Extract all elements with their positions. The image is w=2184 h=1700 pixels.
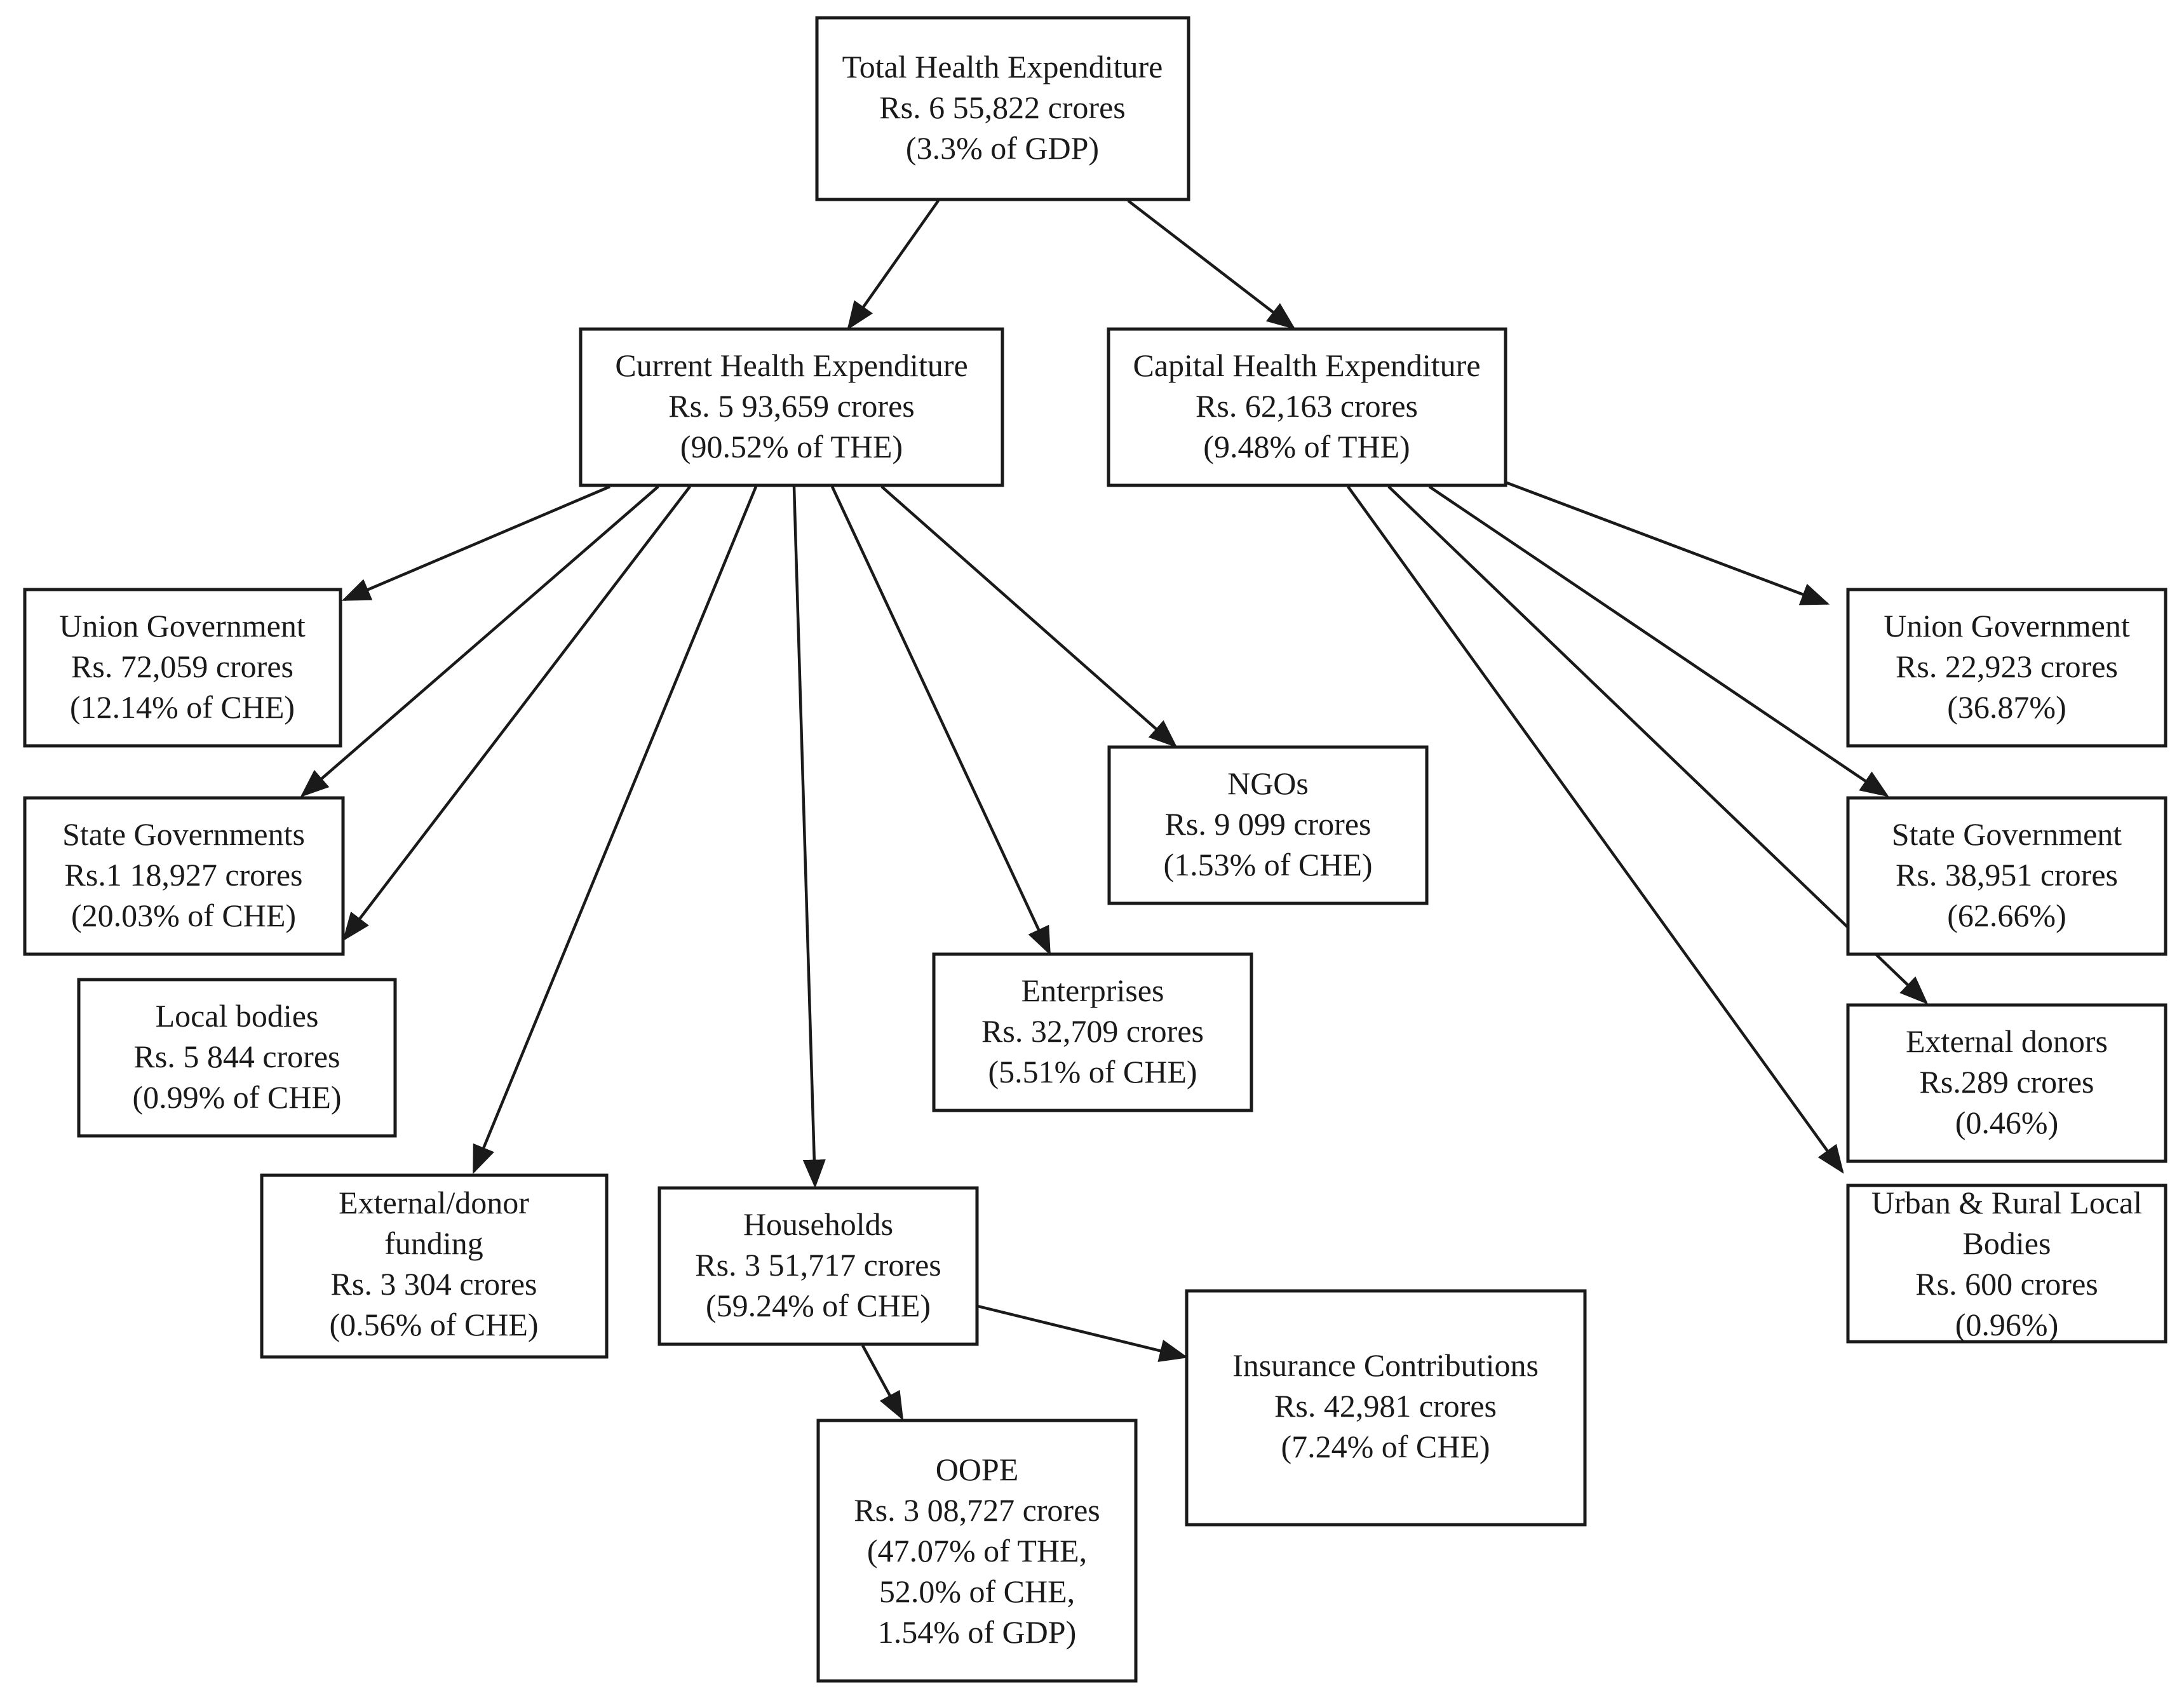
node-che-local-bodies: Local bodies Rs. 5 844 crores (0.99% of …: [77, 978, 397, 1138]
node-label-line: (5.51% of CHE): [988, 1054, 1197, 1089]
node-label-line: 52.0% of CHE,: [879, 1574, 1075, 1609]
node-label-line: Rs. 600 crores: [1915, 1266, 2098, 1302]
node-current-health-expenditure: Current Health Expenditure Rs. 5 93,659 …: [579, 327, 1004, 487]
node-label-line: Insurance Contributions: [1232, 1347, 1539, 1383]
node-label-line: Rs. 72,059 crores: [71, 649, 293, 684]
node-label-line: External/donor: [339, 1185, 529, 1220]
node-label-line: (36.87%): [1947, 689, 2066, 725]
edge-cap-to-urban-rural-local-bodies: [1347, 485, 1844, 1174]
node-cap-external-donors: External donors Rs.289 crores (0.46%): [1846, 1003, 2167, 1163]
node-label-line: (90.52% of THE): [680, 429, 903, 464]
node-label-line: Rs. 5 93,659 crores: [668, 388, 914, 424]
node-label-line: (7.24% of CHE): [1281, 1429, 1490, 1464]
edge-the-to-che: [847, 199, 940, 330]
node-label-line: (0.46%): [1955, 1105, 2058, 1140]
node-label-line: Rs. 3 51,717 crores: [695, 1247, 941, 1283]
edge-che-to-households: [792, 486, 826, 1189]
edge-che-to-external-donor-funding: [472, 486, 758, 1175]
node-label-line: Capital Health Expenditure: [1133, 347, 1480, 383]
node-label-line: (20.03% of CHE): [71, 898, 296, 933]
node-label-line: OOPE: [936, 1452, 1019, 1487]
node-label-line: (0.99% of CHE): [132, 1079, 341, 1115]
node-label-line: Local bodies: [156, 998, 319, 1034]
node-label-line: Rs. 22,923 crores: [1896, 649, 2118, 684]
node-label-line: NGOs: [1227, 766, 1309, 801]
node-label-line: (1.53% of CHE): [1163, 847, 1372, 882]
node-label-line: Enterprises: [1021, 973, 1164, 1008]
edge-che-to-state-governments: [300, 485, 659, 797]
node-label-line: funding: [384, 1225, 483, 1261]
node-label-line: Households: [743, 1206, 893, 1242]
node-label-line: (59.24% of CHE): [706, 1288, 931, 1323]
edge-che-to-enterprises: [830, 486, 1051, 956]
node-cap-state-government: State Government Rs. 38,951 crores (62.6…: [1846, 796, 2167, 956]
edge-che-to-local-bodies: [342, 485, 691, 941]
node-label-line: Rs. 3 08,727 crores: [854, 1492, 1100, 1528]
node-label-line: Bodies: [1963, 1225, 2051, 1261]
edge-cap-to-union-government: [1506, 481, 1830, 605]
node-insurance-contributions: Insurance Contributions Rs. 42,981 crore…: [1185, 1289, 1587, 1527]
node-label-line: 1.54% of GDP): [878, 1614, 1076, 1650]
node-label-line: Rs. 38,951 crores: [1896, 857, 2118, 893]
node-cap-union-government: Union Government Rs. 22,923 crores (36.8…: [1846, 588, 2167, 748]
node-label-line: (0.96%): [1955, 1307, 2058, 1342]
node-label-line: (9.48% of THE): [1203, 429, 1410, 464]
node-total-health-expenditure: Total Health Expenditure Rs. 6 55,822 cr…: [815, 16, 1190, 201]
node-label-line: Union Government: [1884, 608, 2130, 644]
node-label-line: (3.3% of GDP): [906, 130, 1099, 166]
node-che-external-donor-funding: External/donor funding Rs. 3 304 crores …: [260, 1173, 609, 1359]
node-label-line: Rs. 9 099 crores: [1165, 806, 1372, 842]
node-label-line: State Government: [1892, 816, 2122, 852]
node-label-line: (47.07% of THE,: [867, 1533, 1087, 1568]
node-label-line: Total Health Expenditure: [842, 49, 1163, 84]
node-label-line: External donors: [1906, 1023, 2108, 1059]
node-cap-urban-rural-local-bodies: Urban & Rural Local Bodies Rs. 600 crore…: [1846, 1184, 2167, 1344]
node-capital-health-expenditure: Capital Health Expenditure Rs. 62,163 cr…: [1107, 327, 1507, 487]
node-households: Households Rs. 3 51,717 crores (59.24% o…: [657, 1186, 979, 1346]
node-label-line: Rs.289 crores: [1920, 1064, 2094, 1100]
node-label-line: State Governments: [62, 816, 305, 852]
edge-che-to-union-government: [341, 485, 610, 602]
node-label-line: Rs. 6 55,822 crores: [879, 90, 1125, 125]
node-che-state-governments: State Governments Rs.1 18,927 crores (20…: [23, 796, 345, 956]
node-label-line: Rs. 3 304 crores: [331, 1266, 537, 1302]
node-label-line: Union Government: [59, 608, 306, 644]
node-label-line: Rs. 5 844 crores: [134, 1039, 340, 1074]
node-enterprises: Enterprises Rs. 32,709 crores (5.51% of …: [932, 952, 1253, 1112]
edge-households-to-oope: [861, 1344, 904, 1420]
node-label-line: Rs. 42,981 crores: [1274, 1388, 1497, 1424]
node-label-line: Rs.1 18,927 crores: [65, 857, 303, 893]
node-label-line: Rs. 62,163 crores: [1196, 388, 1418, 424]
edge-che-to-ngos: [880, 485, 1178, 748]
node-che-union-government: Union Government Rs. 72,059 crores (12.1…: [23, 588, 342, 748]
node-label-line: (62.66%): [1947, 898, 2066, 933]
node-ngos: NGOs Rs. 9 099 crores (1.53% of CHE): [1107, 745, 1429, 905]
node-label-line: Urban & Rural Local: [1871, 1185, 2142, 1220]
edge-cap-to-external-donors: [1387, 485, 1929, 1005]
node-oope: OOPE Rs. 3 08,727 crores (47.07% of THE,…: [816, 1419, 1138, 1683]
edge-the-to-cap: [1127, 199, 1296, 330]
edges: [300, 199, 1929, 1420]
edge-households-to-insurance: [977, 1304, 1189, 1362]
node-label-line: (0.56% of CHE): [329, 1307, 538, 1342]
node-label-line: Current Health Expenditure: [615, 347, 967, 383]
node-label-line: Rs. 32,709 crores: [981, 1013, 1204, 1049]
node-label-line: (12.14% of CHE): [70, 689, 295, 725]
edge-cap-to-state-government: [1428, 485, 1889, 797]
